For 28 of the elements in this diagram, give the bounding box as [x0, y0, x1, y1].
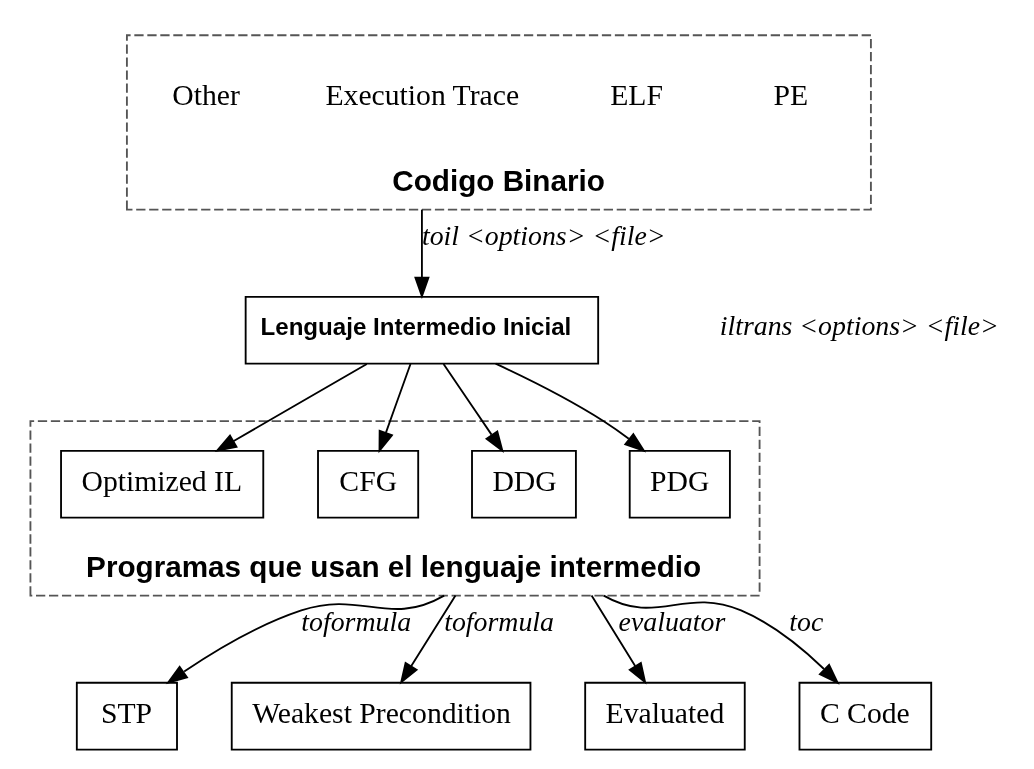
arrow [442, 362, 504, 453]
node-text: Execution Trace [325, 78, 520, 111]
label: iltrans <options> <file> [719, 309, 999, 341]
edge-label: toformula [444, 605, 554, 637]
arrow [399, 594, 457, 685]
arrow [494, 362, 647, 453]
arrow [378, 362, 412, 453]
node-box: PDG [628, 449, 731, 519]
edge-label: toformula [301, 605, 412, 637]
node-text: Other [172, 78, 240, 111]
node-box: STP [75, 681, 178, 750]
node-text: ELF [610, 78, 663, 111]
node-box: Evaluated [584, 681, 746, 750]
node-box: Optimized IL [60, 449, 265, 519]
node-box: Weakest Precondition [230, 681, 532, 750]
edge-label: toil <options> <file> [421, 219, 666, 251]
node-box: Lenguaje Intermedio Inicial [244, 295, 600, 365]
arrow [165, 594, 446, 684]
node-text: PE [773, 78, 809, 111]
node-box: C Code [798, 681, 933, 750]
edge-label: evaluator [618, 605, 726, 637]
arrow [214, 362, 368, 452]
node-box: DDG [471, 449, 577, 519]
node-box: CFG [317, 449, 420, 519]
arrow [602, 594, 840, 685]
arrow [590, 594, 647, 685]
edge-label: toc [789, 605, 824, 637]
arrow [414, 208, 430, 299]
